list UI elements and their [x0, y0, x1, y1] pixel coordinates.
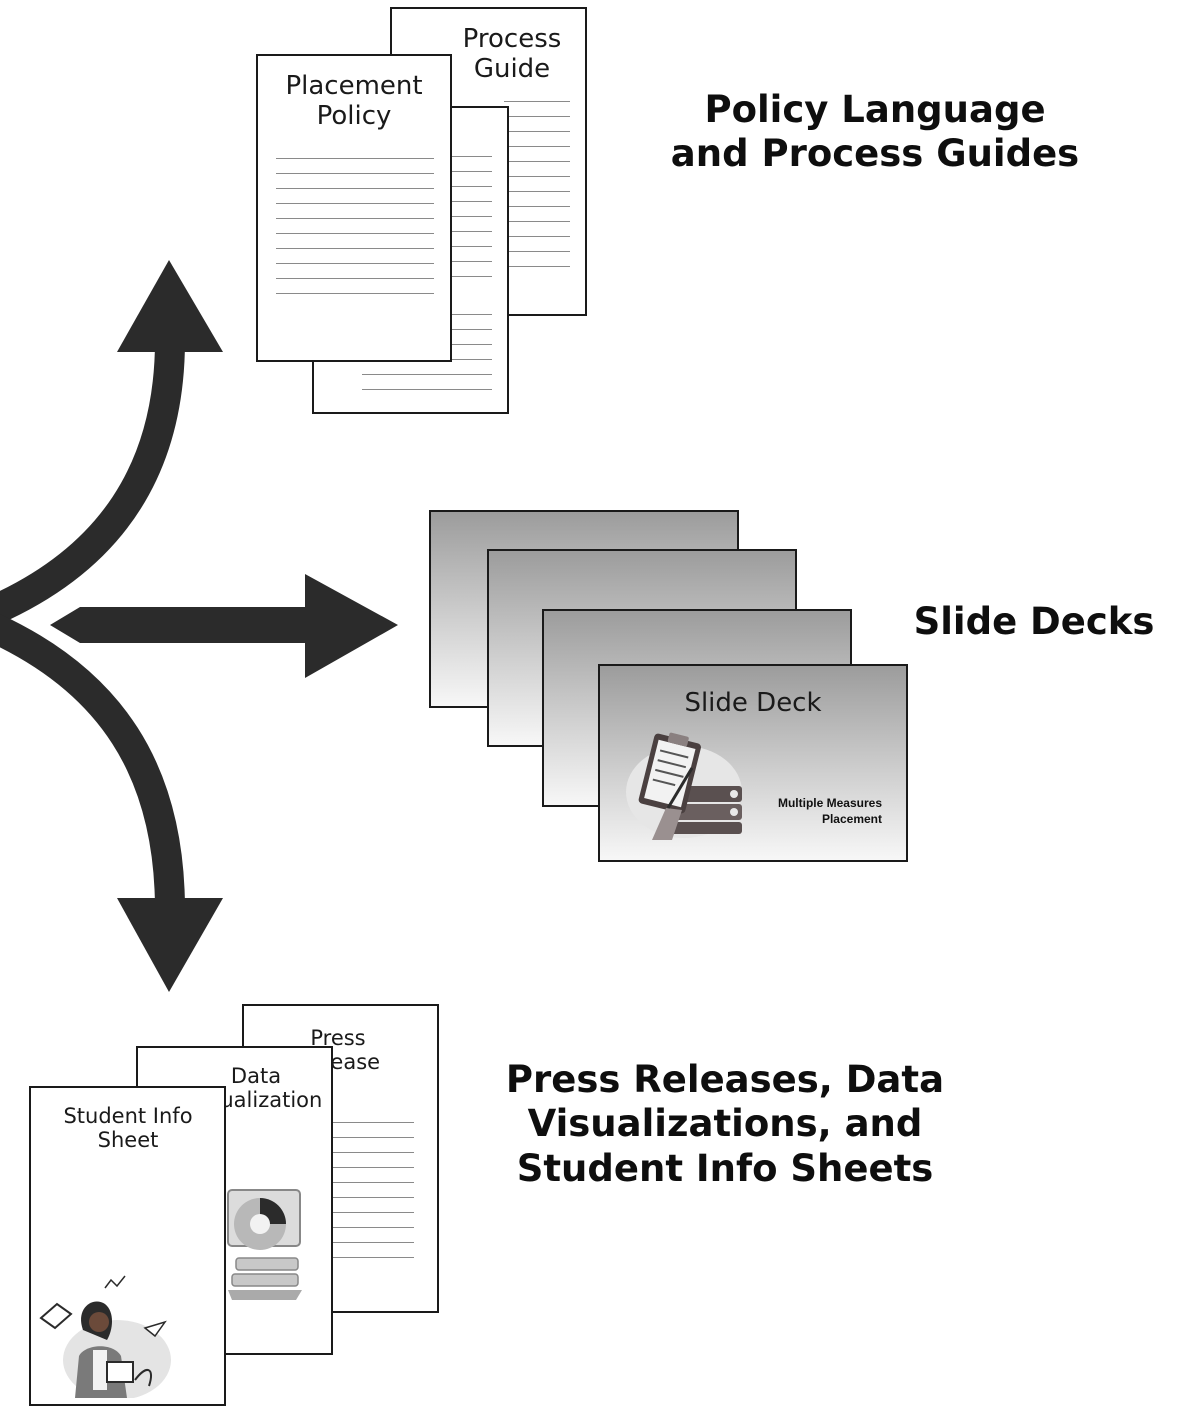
right-arrow: [50, 574, 398, 678]
student-info-sheet-title: Student Info Sheet: [63, 1104, 193, 1153]
down-curve-arrow-shaft: [0, 614, 185, 911]
process-guide-title: Process Guide: [462, 24, 562, 84]
placement-policy-doc: Placement Policy: [256, 54, 452, 362]
clipboard-binders-icon: [626, 732, 742, 840]
press-heading-line1: Press Releases, Data: [505, 1058, 945, 1101]
slide-deck-title: Slide Deck: [684, 688, 822, 718]
up-arrowhead: [117, 260, 223, 352]
slide-caption-line2: Placement: [821, 811, 882, 826]
slides-heading: Slide Decks: [913, 600, 1155, 643]
student-info-sheet-doc: Student Info Sheet: [29, 1086, 226, 1406]
middle-doc-lines: [452, 156, 492, 277]
student-reading-icon: [39, 1275, 171, 1398]
down-arrowhead: [117, 898, 223, 992]
press-heading-line3: Student Info Sheets: [516, 1146, 934, 1190]
up-curve-arrow-shaft: [0, 339, 185, 624]
pie-chart-monitor-icon: [227, 1189, 302, 1300]
policy-heading: Policy Language and Process Guides: [640, 88, 1110, 177]
slide-caption-line1: Multiple Measures: [777, 796, 882, 810]
placement-policy-lines: [276, 158, 434, 294]
placement-policy-title: Placement Policy: [285, 71, 423, 131]
press-release-lines: [328, 1122, 414, 1258]
press-heading-line2: Visualizations, and: [527, 1102, 923, 1146]
policy-heading-line1: Policy Language: [704, 88, 1046, 131]
process-guide-lines: [504, 101, 570, 267]
slide-deck-front: Slide Deck Multiple Measures Placement: [598, 664, 908, 862]
press-heading: Press Releases, Data Visualizations, and…: [480, 1058, 970, 1191]
slide-deck-caption: Multiple Measures Placement: [778, 796, 882, 827]
policy-heading-line2: and Process Guides: [670, 132, 1080, 176]
